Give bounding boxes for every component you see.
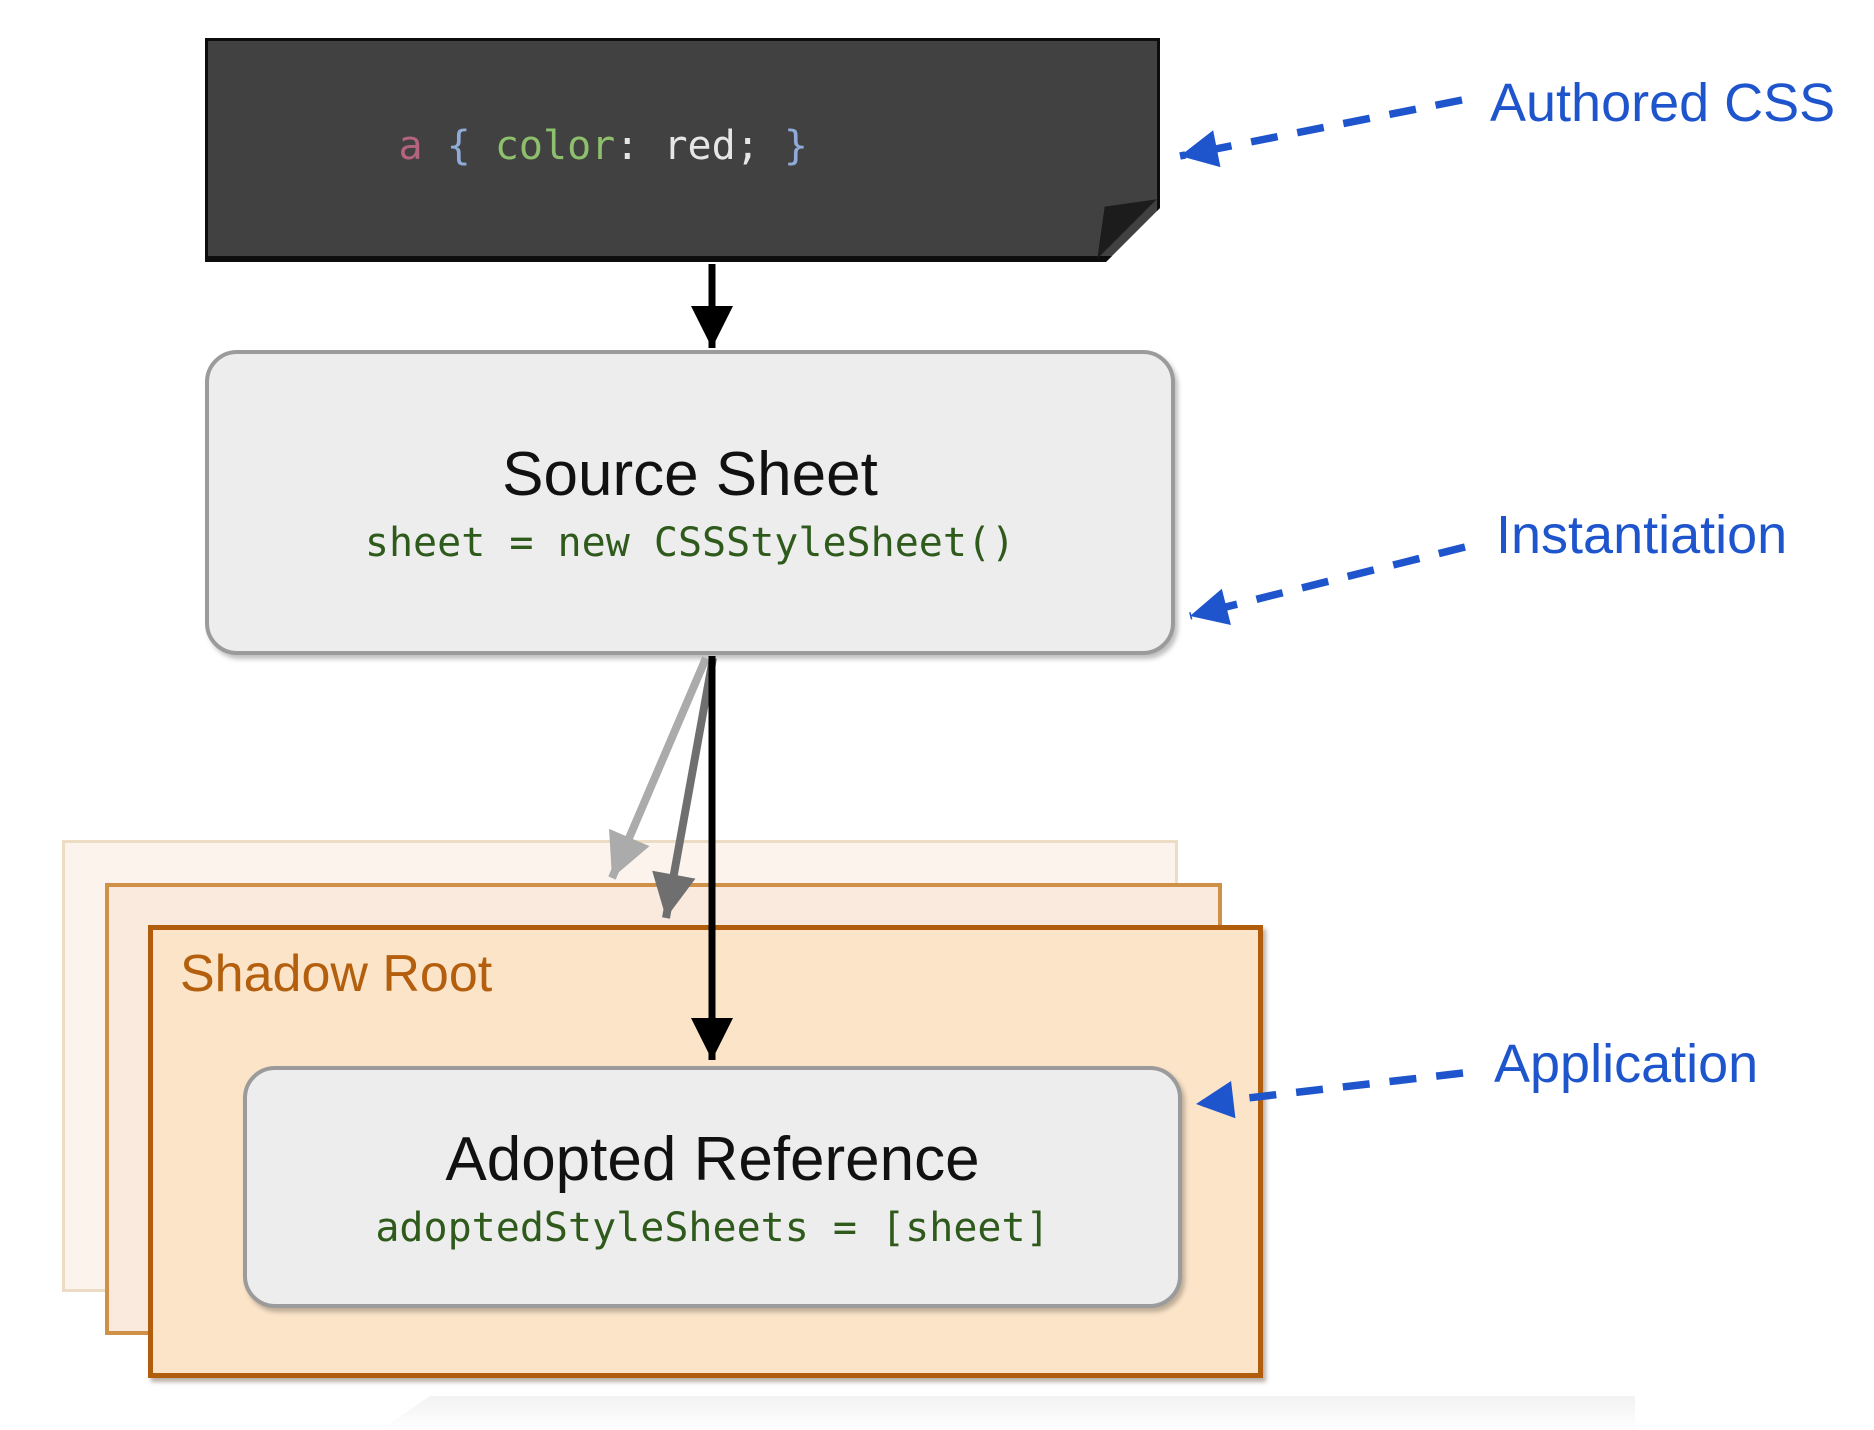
css-open-brace: { <box>446 273 495 319</box>
arrow-authored-css-annotation <box>1179 96 1463 168</box>
css-colon: : <box>615 123 664 169</box>
adopted-reference-code: adoptedStyleSheets = [sheet] <box>375 1204 1050 1251</box>
css-selector: a <box>398 123 447 169</box>
css-value: 10px; <box>711 273 857 319</box>
css-value: red; <box>663 123 784 169</box>
adopted-reference-title: Adopted Reference <box>445 1124 980 1194</box>
authored-css-label: Authored CSS <box>1490 73 1836 133</box>
source-sheet-code: sheet = new CSSStyleSheet() <box>364 520 1016 566</box>
authored-css-code-block: a { color: red; } p { padding: 10px; } <box>205 38 1160 262</box>
css-close-brace: } <box>856 273 881 319</box>
css-open-brace: { <box>446 123 495 169</box>
source-sheet-title: Source Sheet <box>502 440 878 509</box>
background-artifact <box>380 1396 1635 1430</box>
css-property: color <box>494 123 616 169</box>
css-selector: p <box>398 273 447 319</box>
shadow-root-label: Shadow Root <box>180 945 493 1003</box>
adopted-reference-box: Adopted Reference adoptedStyleSheets = [… <box>243 1066 1182 1308</box>
instantiation-label: Instantiation <box>1496 505 1788 565</box>
css-close-brace: } <box>783 123 808 169</box>
css-rule-line-a: a { color: red; } <box>254 71 1157 221</box>
application-label: Application <box>1494 1034 1759 1094</box>
source-sheet-box: Source Sheet sheet = new CSSStyleSheet() <box>205 350 1175 655</box>
css-rule-line-p: p { padding: 10px; } <box>254 221 1157 371</box>
arrow-instantiation-annotation <box>1189 543 1466 626</box>
css-colon: : <box>663 273 712 319</box>
css-property: padding <box>494 273 664 319</box>
